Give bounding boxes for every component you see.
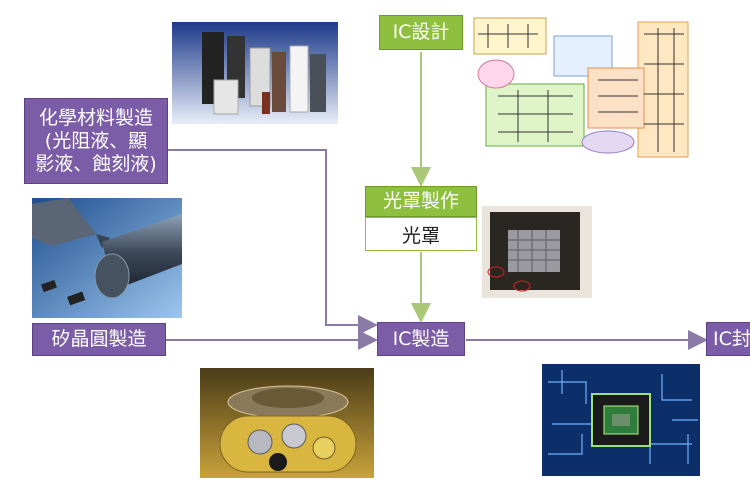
mask-label-box: 光罩 bbox=[365, 217, 477, 251]
silicon-ingot-photo bbox=[32, 198, 182, 318]
chemical-materials-box: 化學材料製造 (光阻液、顯 影液、蝕刻液) bbox=[24, 98, 168, 184]
ic-design-box: IC設計 bbox=[379, 15, 463, 50]
mask-making-box: 光罩製作 bbox=[365, 186, 477, 217]
chemical-line-2: (光阻液、顯 bbox=[44, 129, 148, 152]
chemical-line-3: 影液、蝕刻液) bbox=[35, 152, 157, 175]
photomask-photo bbox=[482, 206, 592, 298]
circuit-schematic-image bbox=[468, 14, 692, 160]
chemical-line-1: 化學材料製造 bbox=[38, 106, 153, 129]
ic-chip-photo bbox=[542, 364, 700, 476]
arrow-chemical-to-ic bbox=[168, 149, 378, 335]
ic-manufacturing-box: IC製造 bbox=[377, 322, 465, 356]
wafer-fab-equipment-photo bbox=[200, 368, 374, 478]
wafer-manufacturing-box: 矽晶圓製造 bbox=[32, 323, 166, 356]
chemical-bottles-photo bbox=[172, 22, 338, 124]
ic-packaging-box: IC封 bbox=[706, 322, 750, 356]
